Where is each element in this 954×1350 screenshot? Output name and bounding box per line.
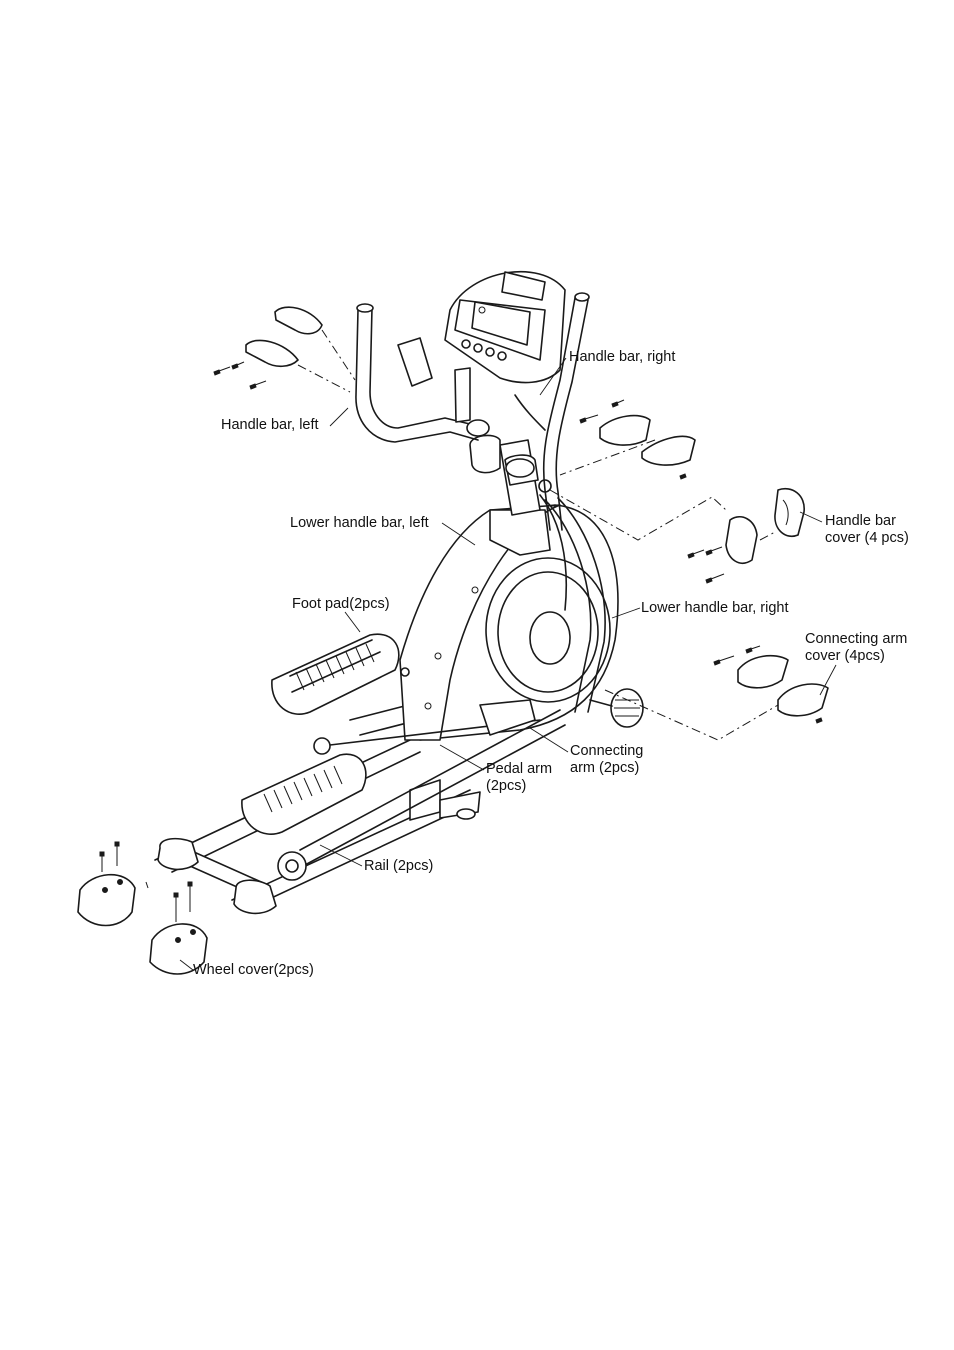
foot-pad-ribs-top	[295, 643, 375, 691]
handle-bar-left-cover-parts	[213, 306, 356, 393]
console	[444, 270, 566, 384]
label-handle-bar-cover-line2: cover (4 pcs)	[825, 530, 909, 546]
foot-pad-ribs-bottom	[263, 765, 343, 813]
wheel-cover-parts	[77, 841, 208, 975]
label-pedal-arm-line1: Pedal arm	[486, 761, 553, 777]
lower-handle-bars	[539, 494, 606, 713]
label-handle-bar-right: Handle bar, right	[569, 349, 676, 365]
pedal-assembly	[241, 633, 566, 881]
handle-bar-right	[514, 292, 590, 531]
label-handle-bar-left: Handle bar, left	[221, 417, 319, 433]
label-wheel-cover: Wheel cover(2pcs)	[193, 962, 314, 978]
stationary-handlebar	[355, 303, 490, 443]
upright-mast	[469, 434, 552, 516]
flywheel-housing	[399, 504, 619, 741]
leader-lines	[179, 357, 837, 971]
connecting-arm-cover-parts	[604, 645, 829, 741]
tension-knob	[589, 688, 644, 728]
front-stabilizer-caps	[157, 837, 277, 915]
label-connecting-arm-line1: Connecting	[570, 743, 644, 759]
label-connecting-arm-cover-line1: Connecting arm	[805, 631, 908, 647]
label-connecting-arm-cover-line2: cover (4pcs)	[805, 648, 885, 664]
label-rail: Rail (2pcs)	[364, 858, 434, 874]
label-lower-handle-bar-left: Lower handle bar, left	[290, 515, 429, 531]
label-foot-pad: Foot pad(2pcs)	[292, 596, 390, 612]
label-lower-handle-bar-right: Lower handle bar, right	[641, 600, 789, 616]
label-pedal-arm-line2: (2pcs)	[486, 778, 527, 794]
label-handle-bar-cover-line1: Handle bar	[825, 513, 896, 529]
handle-bar-cover-parts	[549, 399, 805, 584]
label-connecting-arm-line2: arm (2pcs)	[570, 760, 640, 776]
